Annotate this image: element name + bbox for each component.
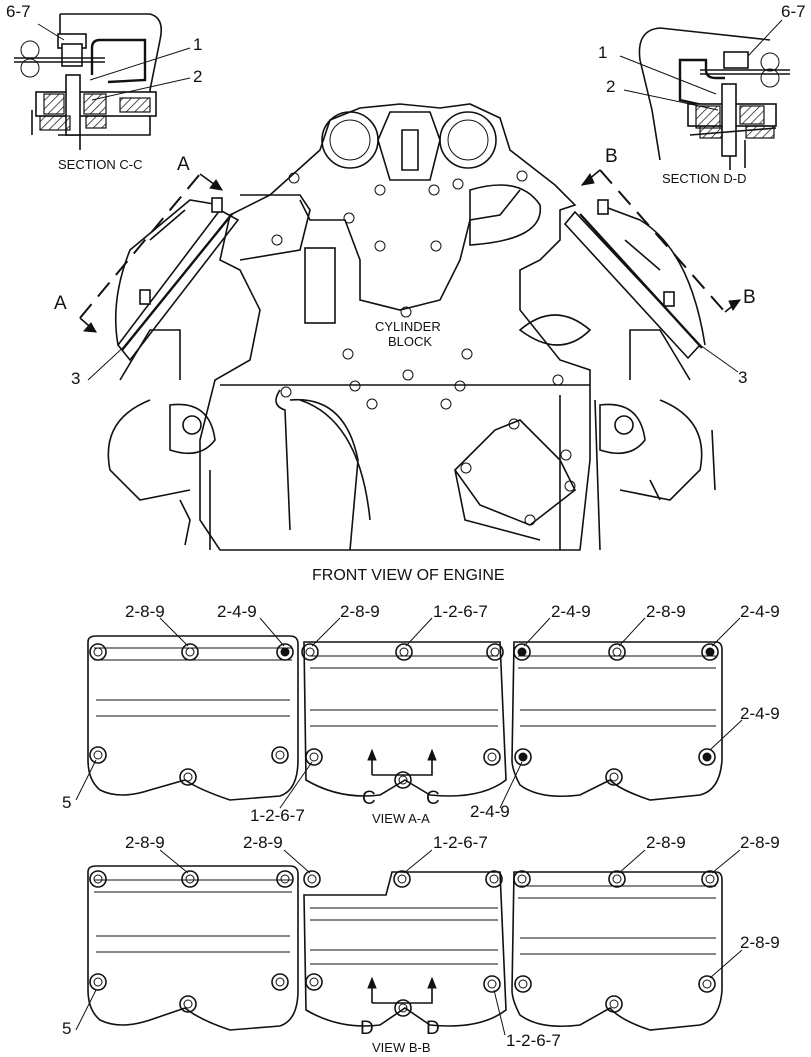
front-view-engine: A A B B 3 3 CYLINDER BLOCK FRONT VIEW OF… xyxy=(54,103,756,584)
callout-1: 1 xyxy=(193,35,202,54)
callout-1-2-6-7: 1-2-6-7 xyxy=(433,833,488,852)
callout-2-8-9: 2-8-9 xyxy=(243,833,283,852)
section-c-caption: SECTION C-C xyxy=(58,157,143,172)
section-marker-a-bottom: A xyxy=(54,293,67,314)
callout-2: 2 xyxy=(606,77,615,96)
callout-1: 1 xyxy=(598,43,607,62)
callout-2-8-9: 2-8-9 xyxy=(740,833,780,852)
callout-2-8-9: 2-8-9 xyxy=(740,933,780,952)
cut-marker-c-left: C xyxy=(362,788,376,809)
callout-2-4-9: 2-4-9 xyxy=(740,602,780,621)
section-line-a xyxy=(79,173,223,333)
view-b-b: D D 2-8-9 2-8-9 1-2-6-7 2-8-9 2-8-9 2-8-… xyxy=(62,833,780,1055)
callout-2-4-9: 2-4-9 xyxy=(551,602,591,621)
callout-2-8-9: 2-8-9 xyxy=(646,833,686,852)
section-marker-b-bottom: B xyxy=(743,287,756,308)
view-a-a: C C 2-8-9 2-4-9 2-8-9 1-2-6-7 2-4-9 2-8-… xyxy=(62,602,780,826)
view-a-bolts xyxy=(89,643,719,789)
callout-3-right: 3 xyxy=(738,368,747,387)
section-d-d: 6-7 1 2 SECTION D-D xyxy=(598,2,806,186)
cut-marker-d-right: D xyxy=(426,1018,440,1039)
callout-2-8-9: 2-8-9 xyxy=(646,602,686,621)
callout-3-left: 3 xyxy=(71,369,80,388)
section-d-caption: SECTION D-D xyxy=(662,171,747,186)
cylinder-block-label-2: BLOCK xyxy=(388,334,432,349)
left-valve-cover xyxy=(114,197,240,362)
callout-2-4-9: 2-4-9 xyxy=(740,704,780,723)
section-marker-b-top: B xyxy=(605,146,618,167)
callout-2-4-9: 2-4-9 xyxy=(217,602,257,621)
section-marker-a-top: A xyxy=(177,154,190,175)
callout-2-4-9: 2-4-9 xyxy=(470,802,510,821)
callout-6-7: 6-7 xyxy=(6,2,31,21)
callout-5: 5 xyxy=(62,793,71,812)
view-b-caption: VIEW B-B xyxy=(372,1040,431,1055)
callout-5: 5 xyxy=(62,1019,71,1038)
view-a-caption: VIEW A-A xyxy=(372,811,430,826)
cylinder-block-label-1: CYLINDER xyxy=(375,319,441,334)
cut-marker-d-left: D xyxy=(360,1018,374,1039)
callout-2-8-9: 2-8-9 xyxy=(125,833,165,852)
block-bolts xyxy=(271,170,576,526)
section-line-b xyxy=(580,169,742,313)
front-view-title: FRONT VIEW OF ENGINE xyxy=(312,567,505,584)
cut-marker-c-right: C xyxy=(426,788,440,809)
callout-2: 2 xyxy=(193,67,202,86)
callout-1-2-6-7: 1-2-6-7 xyxy=(433,602,488,621)
callout-2-8-9: 2-8-9 xyxy=(125,602,165,621)
section-c-c: 6-7 1 2 SECTION C-C xyxy=(6,2,202,172)
callout-6-7: 6-7 xyxy=(781,2,806,21)
callout-2-8-9: 2-8-9 xyxy=(340,602,380,621)
callout-1-2-6-7: 1-2-6-7 xyxy=(250,806,305,825)
right-valve-cover xyxy=(563,199,706,360)
callout-1-2-6-7: 1-2-6-7 xyxy=(506,1031,561,1050)
view-b-bolts xyxy=(89,870,719,1017)
